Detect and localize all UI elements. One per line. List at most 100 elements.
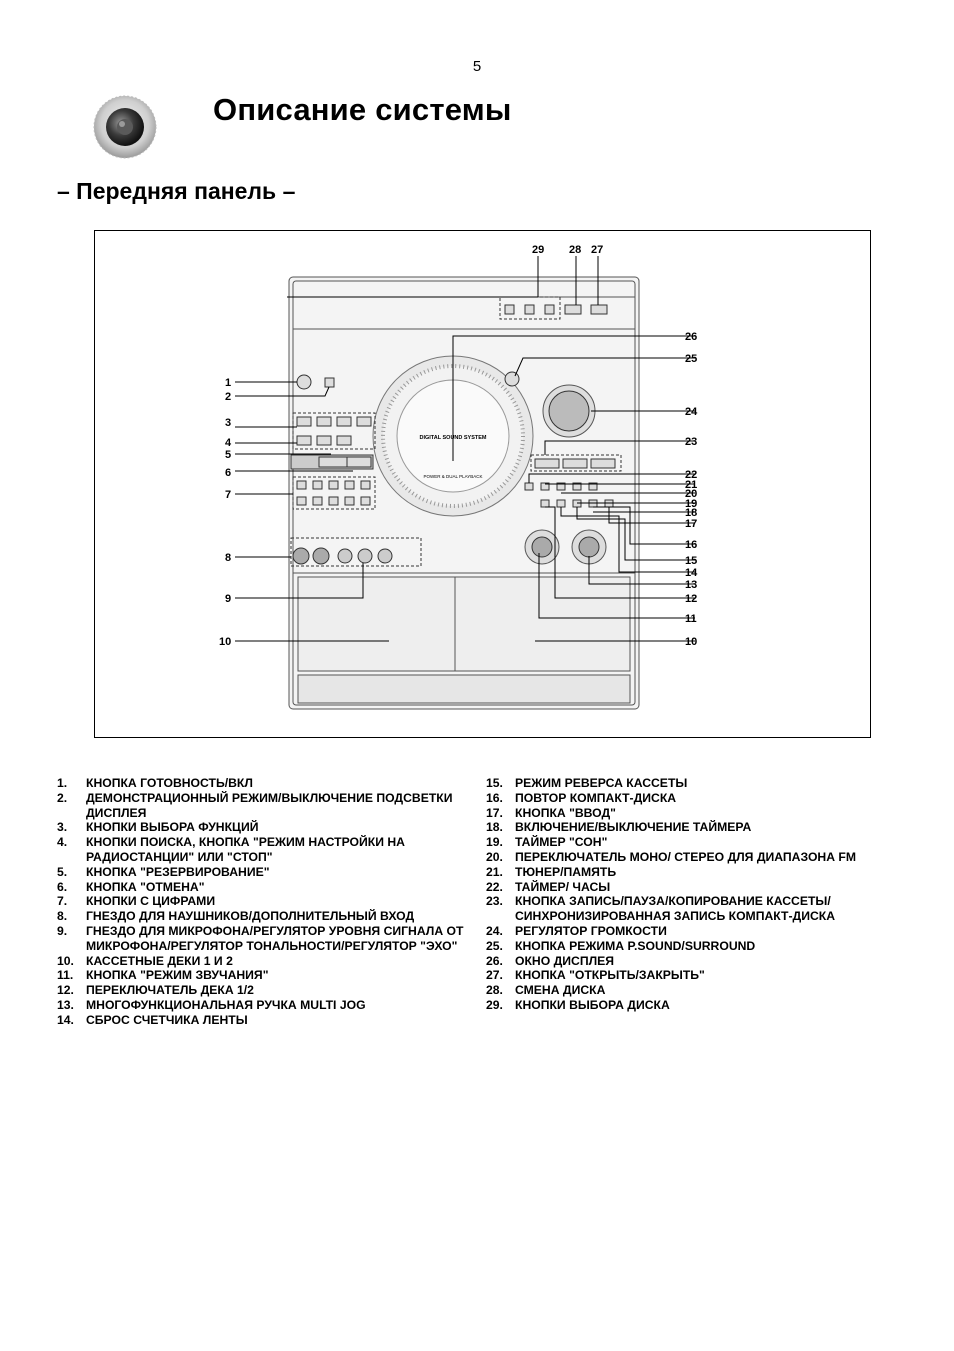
legend-num: 5. xyxy=(57,864,68,879)
callout-18: 18 xyxy=(685,507,697,519)
legend-item: 4.КНОПКИ ПОИСКА, КНОПКА "РЕЖИМ НАСТРОЙКИ… xyxy=(57,835,477,865)
counter-reset-button[interactable] xyxy=(556,499,566,508)
volume-knob[interactable] xyxy=(548,390,590,432)
legend-num: 22. xyxy=(486,879,503,894)
callout-26: 26 xyxy=(685,331,697,343)
legend-item: 2. ДЕМОНСТРАЦИОННЫЙ РЕЖИМ/ВЫКЛЮЧЕНИЕ ПОДС… xyxy=(57,791,477,821)
disc3-button[interactable] xyxy=(544,304,555,315)
timer-onoff-button[interactable] xyxy=(588,482,598,491)
power-button[interactable] xyxy=(296,374,312,390)
demo-dimmer-button[interactable] xyxy=(324,377,335,388)
deck-switch[interactable] xyxy=(540,499,550,508)
digit-button[interactable] xyxy=(360,480,371,490)
legend-text: ВКЛЮЧЕНИЕ/ВЫКЛЮЧЕНИЕ ТАЙМЕРА xyxy=(515,820,752,835)
legend-text: КНОПКА "ОТМЕНА" xyxy=(86,879,205,894)
timer-clock-button[interactable] xyxy=(524,482,534,491)
mic-control-knob[interactable] xyxy=(357,548,373,564)
legend-text: РЕЖИМ РЕВЕРСА КАССЕТЫ xyxy=(515,776,688,790)
echo-knob[interactable] xyxy=(377,548,393,564)
digit-button[interactable] xyxy=(296,496,307,506)
digit-button[interactable] xyxy=(328,496,339,506)
legend-text: ТЮНЕР/ПАМЯТЬ xyxy=(515,864,617,879)
legend-item: 5. КНОПКА "РЕЗЕРВИРОВАНИЕ" xyxy=(57,865,477,880)
legend-item: 22.ТАЙМЕР/ ЧАСЫ xyxy=(486,880,906,895)
legend-right: 15. РЕЖИМ РЕВЕРСА КАССЕТЫ 16.ПОВТОР КОМПА… xyxy=(486,776,906,1013)
digit-button[interactable] xyxy=(328,480,339,490)
sound-mode-knob[interactable] xyxy=(531,536,553,558)
surround-button[interactable] xyxy=(504,371,520,387)
legend-item: 28.СМЕНА ДИСКА xyxy=(486,983,906,998)
legend-num: 2. xyxy=(57,790,68,805)
legend-num: 1. xyxy=(57,776,68,790)
legend-item: 16.ПОВТОР КОМПАКТ-ДИСКА xyxy=(486,791,906,806)
multi-jog-knob[interactable] xyxy=(578,536,600,558)
page-number: 5 xyxy=(472,58,482,75)
legend-text: КНОПКА "РЕЗЕРВИРОВАНИЕ" xyxy=(86,864,270,879)
callout-23: 23 xyxy=(685,436,697,448)
callout-numbers: 29 28 27 26 25 24 23 22 21 20 19 18 17 1… xyxy=(219,244,698,648)
digit-button[interactable] xyxy=(312,496,323,506)
phones-jack[interactable] xyxy=(292,547,310,565)
legend-item: 8.ГНЕЗДО ДЛЯ НАУШНИКОВ/ДОПОЛНИТЕЛЬНЫЙ ВХ… xyxy=(57,909,477,924)
cd-sync-button[interactable] xyxy=(590,458,616,469)
open-close-button[interactable] xyxy=(590,304,608,315)
legend-num: 9. xyxy=(57,923,68,938)
legend-num: 19. xyxy=(486,835,503,850)
tuner-memory-button[interactable] xyxy=(540,482,550,491)
legend-num: 28. xyxy=(486,983,503,998)
mono-stereo-button[interactable] xyxy=(556,482,566,491)
legend-text: ОКНО ДИСПЛЕЯ xyxy=(515,953,615,968)
legend-num: 26. xyxy=(486,953,503,968)
callout-16: 16 xyxy=(685,539,697,551)
function-button[interactable] xyxy=(296,416,312,427)
disc1-button[interactable] xyxy=(504,304,515,315)
device-drawing: DIGITAL SOUND SYSTEM POWER & DUAL PLAYBA… xyxy=(219,244,698,710)
legend-item: 18.ВКЛЮЧЕНИЕ/ВЫКЛЮЧЕНИЕ ТАЙМЕРА xyxy=(486,820,906,835)
legend-num: 24. xyxy=(486,923,503,938)
legend-item: 9.ГНЕЗДО ДЛЯ МИКРОФОНА/РЕГУЛЯТОР УРОВНЯ … xyxy=(57,924,477,954)
right-controls xyxy=(504,371,622,565)
callout-25: 25 xyxy=(685,353,697,365)
function-button[interactable] xyxy=(356,416,372,427)
digit-button[interactable] xyxy=(360,496,371,506)
digit-button[interactable] xyxy=(344,496,355,506)
disc2-button[interactable] xyxy=(524,304,535,315)
search-button[interactable] xyxy=(336,435,352,446)
cancel-button[interactable] xyxy=(346,456,372,468)
legend-text: ДЕМОНСТРАЦИОННЫЙ РЕЖИМ/ВЫКЛЮЧЕНИЕ ПОДСВЕ… xyxy=(86,790,453,820)
aux-jack[interactable] xyxy=(312,547,330,565)
legend-text: КНОПКИ ВЫБОРА ДИСКА xyxy=(515,997,670,1012)
stop-button[interactable] xyxy=(316,435,332,446)
legend-num: 29. xyxy=(486,997,503,1012)
digit-button[interactable] xyxy=(296,480,307,490)
callout-3: 3 xyxy=(225,417,231,429)
search-button[interactable] xyxy=(296,435,312,446)
legend-item: 12.ПЕРЕКЛЮЧАТЕЛЬ ДЕКА 1/2 xyxy=(57,983,477,998)
digit-button[interactable] xyxy=(344,480,355,490)
legend-item: 17.КНОПКА "ВВОД" xyxy=(486,806,906,821)
function-button[interactable] xyxy=(336,416,352,427)
legend-num: 13. xyxy=(57,997,74,1012)
callout-17: 17 xyxy=(685,518,697,530)
mic-jack[interactable] xyxy=(337,548,353,564)
legend-item: 27.КНОПКА "ОТКРЫТЬ/ЗАКРЫТЬ" xyxy=(486,968,906,983)
record-button[interactable] xyxy=(534,458,560,469)
function-button[interactable] xyxy=(316,416,332,427)
legend-item: 20.ПЕРЕКЛЮЧАТЕЛЬ МОНО/ СТЕРЕО ДЛЯ ДИАПАЗ… xyxy=(486,850,906,865)
legend-text: КНОПКА "РЕЖИМ ЗВУЧАНИЯ" xyxy=(86,968,269,983)
legend-item: 10.КАССЕТНЫЕ ДЕКИ 1 И 2 xyxy=(57,954,477,969)
callout-15: 15 xyxy=(685,555,697,567)
digit-button[interactable] xyxy=(312,480,323,490)
legend-item: 19.ТАЙМЕР "СОН" xyxy=(486,835,906,850)
reserve-button[interactable] xyxy=(318,456,348,468)
speaker-icon xyxy=(93,95,157,159)
sleep-button[interactable] xyxy=(572,482,582,491)
section-subtitle: – Передняя панель – xyxy=(57,178,296,204)
legend-num: 15. xyxy=(486,776,503,790)
callout-2: 2 xyxy=(225,391,231,403)
disc-change-button[interactable] xyxy=(564,304,582,315)
callout-11: 11 xyxy=(685,613,697,625)
dubbing-button[interactable] xyxy=(562,458,588,469)
legend-item: 24.РЕГУЛЯТОР ГРОМКОСТИ xyxy=(486,924,906,939)
callout-22: 22 xyxy=(685,469,697,481)
